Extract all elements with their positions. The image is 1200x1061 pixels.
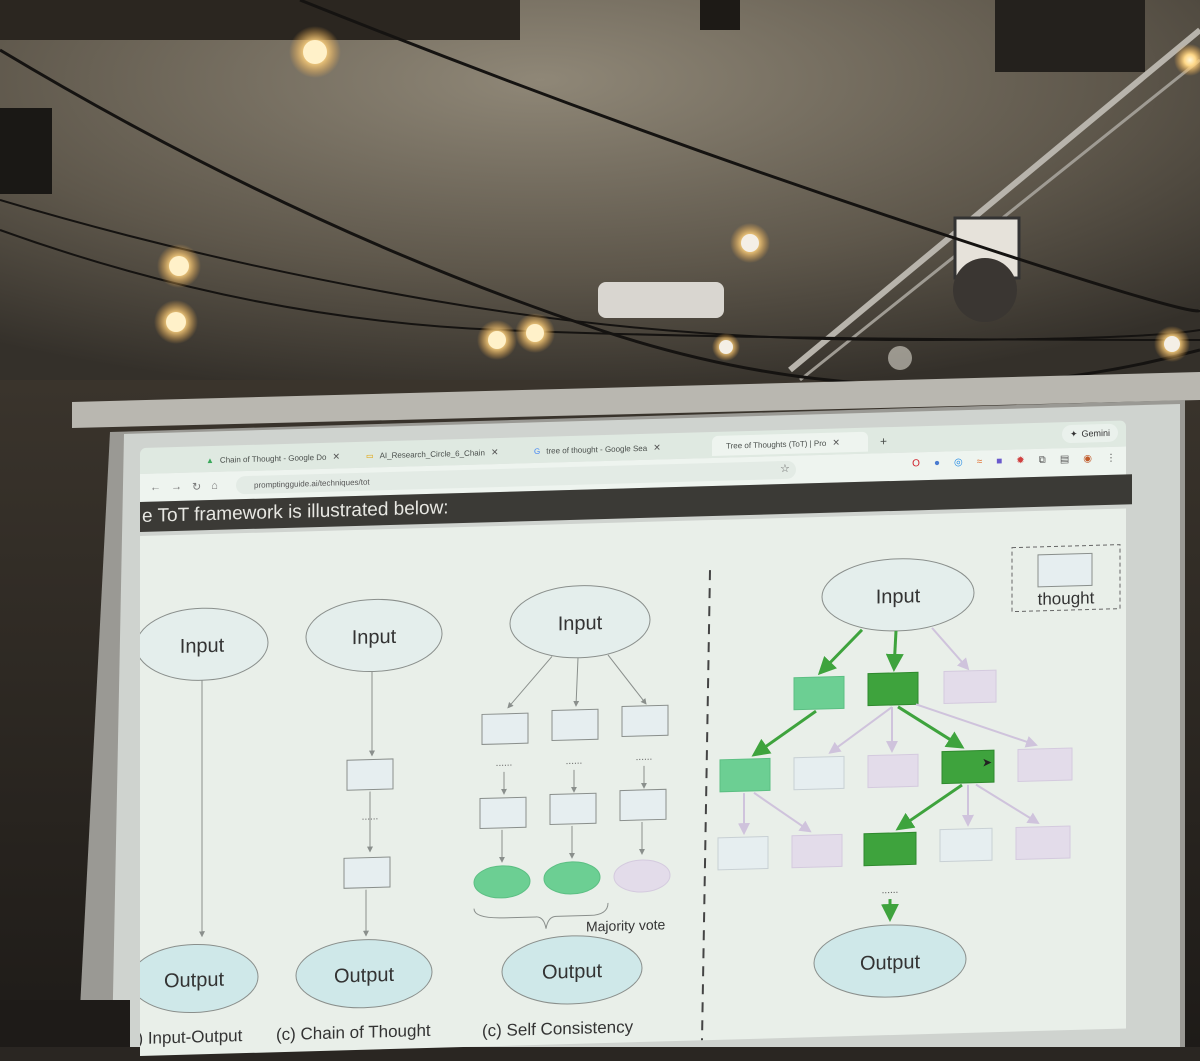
tot-input-label: Input bbox=[876, 585, 921, 608]
tot-thought-light-green bbox=[793, 675, 845, 711]
browser-window: ▲ Chain of Thought - Google Do ✕ ▭ AI_Re… bbox=[128, 412, 1132, 1057]
sc-output-node bbox=[501, 935, 643, 1005]
bookmark-star-icon[interactable]: ☆ bbox=[780, 462, 790, 476]
sparkle-icon: ✦ bbox=[1069, 428, 1078, 439]
divider-dashed bbox=[701, 570, 711, 1041]
caption-self-consistency: (c) Self Consistency bbox=[482, 1017, 634, 1040]
tot-thought-box bbox=[793, 755, 845, 791]
opera-icon[interactable]: O bbox=[912, 458, 920, 470]
caption-input-output: a) Input-Output bbox=[140, 1026, 243, 1048]
forward-icon[interactable]: → bbox=[171, 480, 182, 494]
io-output-label: Output bbox=[164, 969, 224, 993]
new-tab-button[interactable]: + bbox=[880, 434, 888, 449]
tot-diagram: Input Output Input ...... Output Input bbox=[128, 508, 1126, 1057]
gemini-button[interactable]: ✦ Gemini bbox=[1061, 423, 1118, 444]
majority-brace bbox=[473, 902, 609, 929]
sc-input-label: Input bbox=[558, 612, 603, 635]
io-input-label: Input bbox=[180, 635, 225, 658]
sc-input-node bbox=[509, 585, 651, 659]
tot-thought-purple bbox=[1017, 747, 1073, 782]
tot-thought-box bbox=[717, 835, 769, 871]
sidebar-icon[interactable]: ▤ bbox=[1059, 454, 1070, 466]
tot-thought-purple bbox=[791, 833, 843, 869]
close-icon[interactable]: ✕ bbox=[653, 441, 661, 453]
puzzle-icon[interactable]: ⧉ bbox=[1038, 454, 1046, 466]
slides-icon: ▭ bbox=[366, 450, 374, 461]
wall-edge bbox=[0, 1000, 130, 1047]
tot-input-node bbox=[821, 558, 975, 632]
cot-thought-box bbox=[346, 758, 394, 791]
cot-output-node bbox=[295, 939, 433, 1009]
tot-thought-purple bbox=[943, 669, 997, 705]
back-icon[interactable]: ← bbox=[150, 481, 161, 494]
tot-output-label: Output bbox=[860, 951, 920, 975]
extension-icon[interactable]: ≈ bbox=[976, 456, 983, 468]
cot-thought-box bbox=[343, 856, 391, 889]
tot-thought-purple bbox=[1015, 825, 1071, 861]
cot-input-node bbox=[305, 598, 443, 673]
menu-icon[interactable]: ⋮ bbox=[1106, 452, 1116, 465]
avatar[interactable]: ◉ bbox=[1083, 453, 1092, 465]
sc-output-label: Output bbox=[542, 960, 602, 984]
caption-chain-of-thought: (c) Chain of Thought bbox=[276, 1021, 431, 1044]
legend-thought-label: thought bbox=[1038, 588, 1095, 609]
sc-answer-green bbox=[473, 865, 531, 899]
close-icon[interactable]: ✕ bbox=[332, 450, 341, 462]
sc-ellipsis: ...... bbox=[496, 758, 513, 769]
string-light-bulbs bbox=[154, 26, 1200, 370]
tab-tree-of-thoughts[interactable]: Tree of Thoughts (ToT) | Pro ✕ bbox=[712, 431, 868, 457]
tot-thought-dark-green bbox=[941, 749, 995, 785]
tot-thought-box bbox=[939, 827, 993, 863]
tab-chain-of-thought-doc[interactable]: ▲ Chain of Thought - Google Do ✕ bbox=[206, 450, 341, 465]
tot-diagram-svg: Input Output Input ...... Output Input bbox=[128, 544, 1121, 1048]
tot-thought-light-green bbox=[719, 757, 771, 793]
tot-thought-dark-green bbox=[867, 671, 919, 707]
sc-thought-box bbox=[551, 708, 599, 742]
close-icon[interactable]: ✕ bbox=[490, 446, 499, 457]
cursor-icon: ➤ bbox=[982, 755, 992, 769]
sc-thought-box bbox=[549, 792, 597, 826]
legend-thought-swatch bbox=[1037, 552, 1093, 588]
home-icon[interactable]: ⌂ bbox=[211, 479, 218, 493]
drive-icon: ▲ bbox=[206, 455, 214, 465]
cot-input-label: Input bbox=[352, 626, 397, 649]
close-icon[interactable]: ✕ bbox=[832, 436, 840, 448]
sc-thought-box bbox=[621, 704, 669, 738]
tab-google-search[interactable]: G tree of thought - Google Sea ✕ bbox=[534, 441, 661, 456]
sc-ellipsis: ...... bbox=[566, 756, 583, 767]
tot-thought-dark-green bbox=[863, 831, 917, 867]
cot-output-label: Output bbox=[334, 964, 394, 988]
tab-ai-research-circle[interactable]: ▭ AI_Research_Circle_6_Chain ✕ bbox=[366, 446, 499, 461]
tot-output-node bbox=[813, 924, 967, 998]
majority-vote-label: Majority vote bbox=[586, 916, 666, 934]
sc-thought-box bbox=[619, 788, 667, 822]
reload-icon[interactable]: ↻ bbox=[192, 480, 202, 494]
sc-ellipsis: ...... bbox=[636, 752, 653, 763]
extension-icon[interactable]: ◎ bbox=[954, 457, 963, 469]
extension-icon[interactable]: ✹ bbox=[1016, 455, 1025, 467]
extension-toolbar: O ● ◎ ≈ ■ ✹ ⧉ ▤ ◉ ⋮ bbox=[912, 453, 1116, 470]
extension-icon[interactable]: ● bbox=[933, 457, 940, 469]
sc-answer-purple bbox=[613, 859, 671, 893]
google-icon: G bbox=[534, 446, 541, 456]
sc-thought-box bbox=[481, 712, 529, 745]
extension-icon[interactable]: ■ bbox=[996, 455, 1003, 468]
sc-thought-box bbox=[479, 796, 527, 830]
tot-ellipsis: ...... bbox=[882, 885, 899, 896]
tot-thought-purple bbox=[867, 753, 919, 789]
sc-answer-green bbox=[543, 861, 601, 895]
